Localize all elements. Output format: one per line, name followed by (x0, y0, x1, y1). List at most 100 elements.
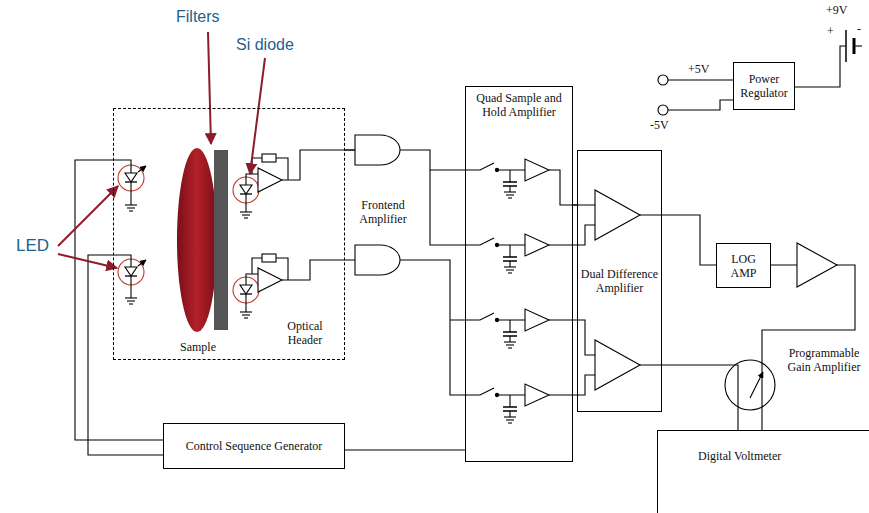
sample-hold-channel (495, 243, 498, 246)
voltage-label: -5V (650, 118, 669, 132)
power-wiring (668, 80, 733, 110)
transimpedance-amplifier (258, 268, 282, 292)
sample-hold-channel (525, 384, 549, 406)
wire-connector (345, 449, 465, 450)
output-amplifier (797, 243, 837, 287)
sample-hold-channel (495, 168, 498, 171)
sample-hold-channel (525, 309, 549, 331)
transimpedance-amplifier (258, 168, 282, 192)
led-symbol (125, 166, 137, 190)
difference-amplifier (549, 170, 595, 395)
sample-hold-channel (504, 267, 516, 273)
led-symbol (125, 205, 137, 211)
transimpedance-amplifier (252, 158, 262, 174)
frontend-amplifier (400, 260, 465, 395)
difference-amplifier (595, 340, 640, 390)
frontend-amplifier (430, 170, 465, 245)
sequence-generator-box: Control Sequence Generator (163, 423, 345, 469)
power-wiring (845, 30, 847, 62)
difference-amplifier (640, 215, 662, 365)
frontend-amplifier (355, 135, 465, 395)
sample-hold-channel (504, 192, 516, 198)
sample-hold-channel (465, 313, 525, 342)
callout-arrow (58, 186, 118, 246)
sample-hold-channel (495, 393, 498, 396)
power-wiring (658, 30, 862, 115)
led-symbol (118, 165, 144, 191)
optical-header: Optical Header (113, 108, 345, 360)
transimpedance-amplifier (276, 258, 288, 280)
led-symbol (118, 259, 144, 285)
difference-amplifier (549, 170, 662, 395)
led-symbol (130, 284, 131, 298)
led-symbol (138, 166, 146, 172)
power-regulator-box: Power Regulator (733, 62, 795, 110)
callout-arrow (250, 58, 265, 174)
sample-hold-box: Quad Sample and Hold Amplifier (465, 86, 573, 462)
box-label: Quad Sample and Hold Amplifier (476, 91, 562, 119)
power-wiring (658, 75, 668, 85)
sample-hold-channel (465, 238, 525, 267)
sample-ellipse (177, 148, 217, 332)
box-label: Dual Difference Amplifier (580, 267, 660, 295)
transimpedance-amplifier (252, 150, 355, 292)
photodiode-symbol (245, 302, 246, 312)
callout-label: Filters (176, 8, 220, 26)
part-name: Programmable Gain Amplifier (781, 346, 867, 374)
terminal-sign: + (827, 24, 834, 38)
box-label: LOG AMP (719, 252, 769, 280)
led-symbol (88, 255, 163, 455)
callout-label: LED (16, 236, 49, 256)
led-symbol (125, 260, 137, 284)
photodiode-symbol (240, 178, 252, 202)
sample-hold-channel (503, 407, 517, 411)
box-label: Control Sequence Generator (186, 439, 323, 453)
box-label: Optical Header (276, 319, 334, 347)
sample-ellipse (177, 148, 217, 332)
sample-hold-channel (525, 234, 549, 256)
photodiode-symbol (233, 177, 259, 203)
photodiode-symbol (233, 174, 259, 318)
box-label: Power Regulator (735, 72, 793, 100)
photodiode-symbol (240, 212, 252, 218)
sample-hold-channel (503, 332, 517, 336)
voltmeter-box: Digital Voltmeter (657, 430, 869, 513)
difference-amplifier (595, 190, 640, 240)
photodiode-symbol (240, 278, 252, 302)
output-amplifier (797, 243, 837, 287)
led-symbol (138, 260, 146, 266)
wire-connector (662, 215, 716, 265)
callout-arrow (58, 254, 117, 268)
sample-hold-channel (503, 257, 517, 261)
difference-amplifier-box: Dual Difference Amplifier (577, 150, 662, 412)
transimpedance-amplifier (252, 258, 262, 274)
callout-label: Si diode (236, 36, 294, 54)
photodiode-symbol (245, 202, 246, 212)
transimpedance-amplifier (262, 154, 276, 162)
led-symbol (113, 160, 131, 166)
power-wiring (854, 45, 862, 46)
gain-switch (725, 360, 775, 410)
transimpedance-amplifier (276, 158, 288, 180)
part-name: Frontend Amplifier (343, 198, 423, 226)
gain-switch (750, 372, 763, 398)
frontend-amplifier (355, 245, 400, 275)
terminal-sign: - (857, 22, 861, 36)
led-symbol (130, 190, 131, 205)
filter-plate (214, 150, 228, 330)
gain-switch (725, 360, 775, 410)
sample-hold-channel (504, 417, 516, 423)
transimpedance-amplifier (262, 254, 276, 262)
voltage-label: +9V (826, 3, 847, 17)
sample-hold-channel (504, 342, 516, 348)
led-symbol (125, 298, 137, 304)
callout-arrow (208, 32, 211, 144)
sample-hold-channel (465, 388, 525, 417)
frontend-amplifier (355, 135, 400, 165)
sample-hold-channel (465, 159, 549, 423)
photodiode-symbol (246, 174, 258, 178)
sample-hold-channel (465, 163, 525, 192)
box-label: Digital Voltmeter (698, 449, 781, 463)
voltage-label: +5V (688, 62, 709, 76)
